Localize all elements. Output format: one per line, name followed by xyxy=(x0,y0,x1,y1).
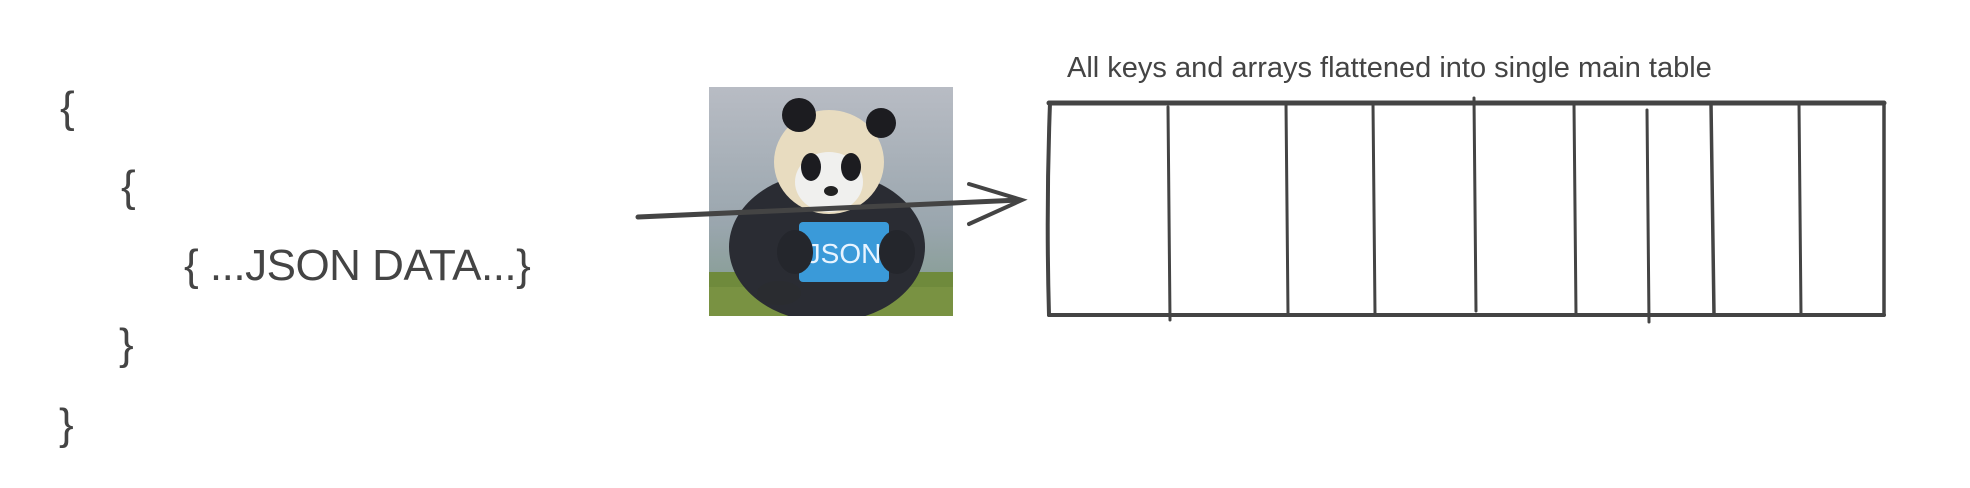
inner-close-brace: } xyxy=(119,320,134,369)
arrow-shaft xyxy=(635,197,1023,220)
column-divider xyxy=(1797,101,1803,317)
outer-close-brace: } xyxy=(59,400,74,449)
column-divider xyxy=(1472,96,1478,313)
column-divider xyxy=(1645,108,1651,324)
inner-open-brace: { xyxy=(121,162,136,211)
table-title: All keys and arrays flattened into singl… xyxy=(1067,52,1712,84)
outer-open-brace: { xyxy=(60,83,75,132)
column-divider xyxy=(1371,101,1377,316)
column-divider xyxy=(1284,101,1290,316)
flattened-table xyxy=(1045,96,1887,324)
column-divider xyxy=(1166,105,1172,322)
json-data-label: { ...JSON DATA...} xyxy=(184,241,531,290)
arrow xyxy=(635,182,1028,226)
panda-json-image: JSON xyxy=(709,87,953,316)
sign-text: JSON xyxy=(807,238,882,269)
arrowhead-icon xyxy=(967,182,1028,226)
column-divider xyxy=(1572,102,1578,317)
column-divider xyxy=(1709,101,1716,317)
table-left-border xyxy=(1045,101,1052,317)
